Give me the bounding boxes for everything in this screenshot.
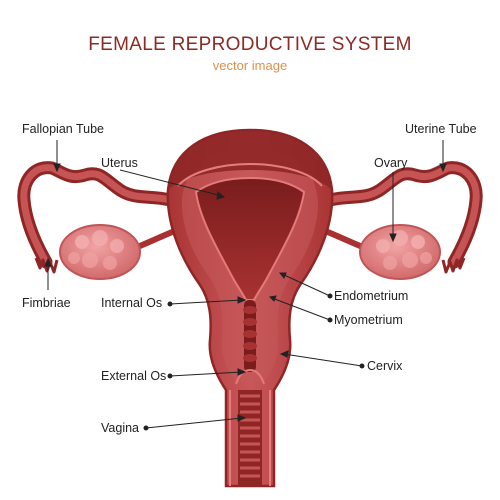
left-ovary	[59, 224, 141, 280]
label-vagina: Vagina	[101, 421, 139, 435]
right-ovary	[359, 224, 441, 280]
label-ovary: Ovary	[374, 156, 408, 170]
leader-lines	[44, 140, 447, 431]
uterine-cavity	[194, 176, 306, 301]
cervical-canal	[235, 300, 265, 385]
label-fimbriae: Fimbriae	[22, 296, 71, 310]
label-uterus: Uterus	[101, 156, 138, 170]
label-cervix: Cervix	[367, 359, 403, 373]
label-myometrium: Myometrium	[334, 313, 403, 327]
diagram-title: FEMALE REPRODUCTIVE SYSTEM	[88, 34, 412, 55]
label-internal-os: Internal Os	[101, 296, 163, 310]
label-external-os: External Os	[101, 369, 167, 383]
diagram-subtitle: vector image	[212, 58, 288, 73]
left-fallopian-tube	[17, 161, 177, 274]
label-uterine-tube: Uterine Tube	[405, 122, 477, 136]
label-endometrium: Endometrium	[334, 289, 409, 303]
vaginal-canal	[229, 390, 271, 486]
right-fallopian-tube	[323, 161, 483, 274]
label-fallopian-tube: Fallopian Tube	[22, 122, 105, 136]
